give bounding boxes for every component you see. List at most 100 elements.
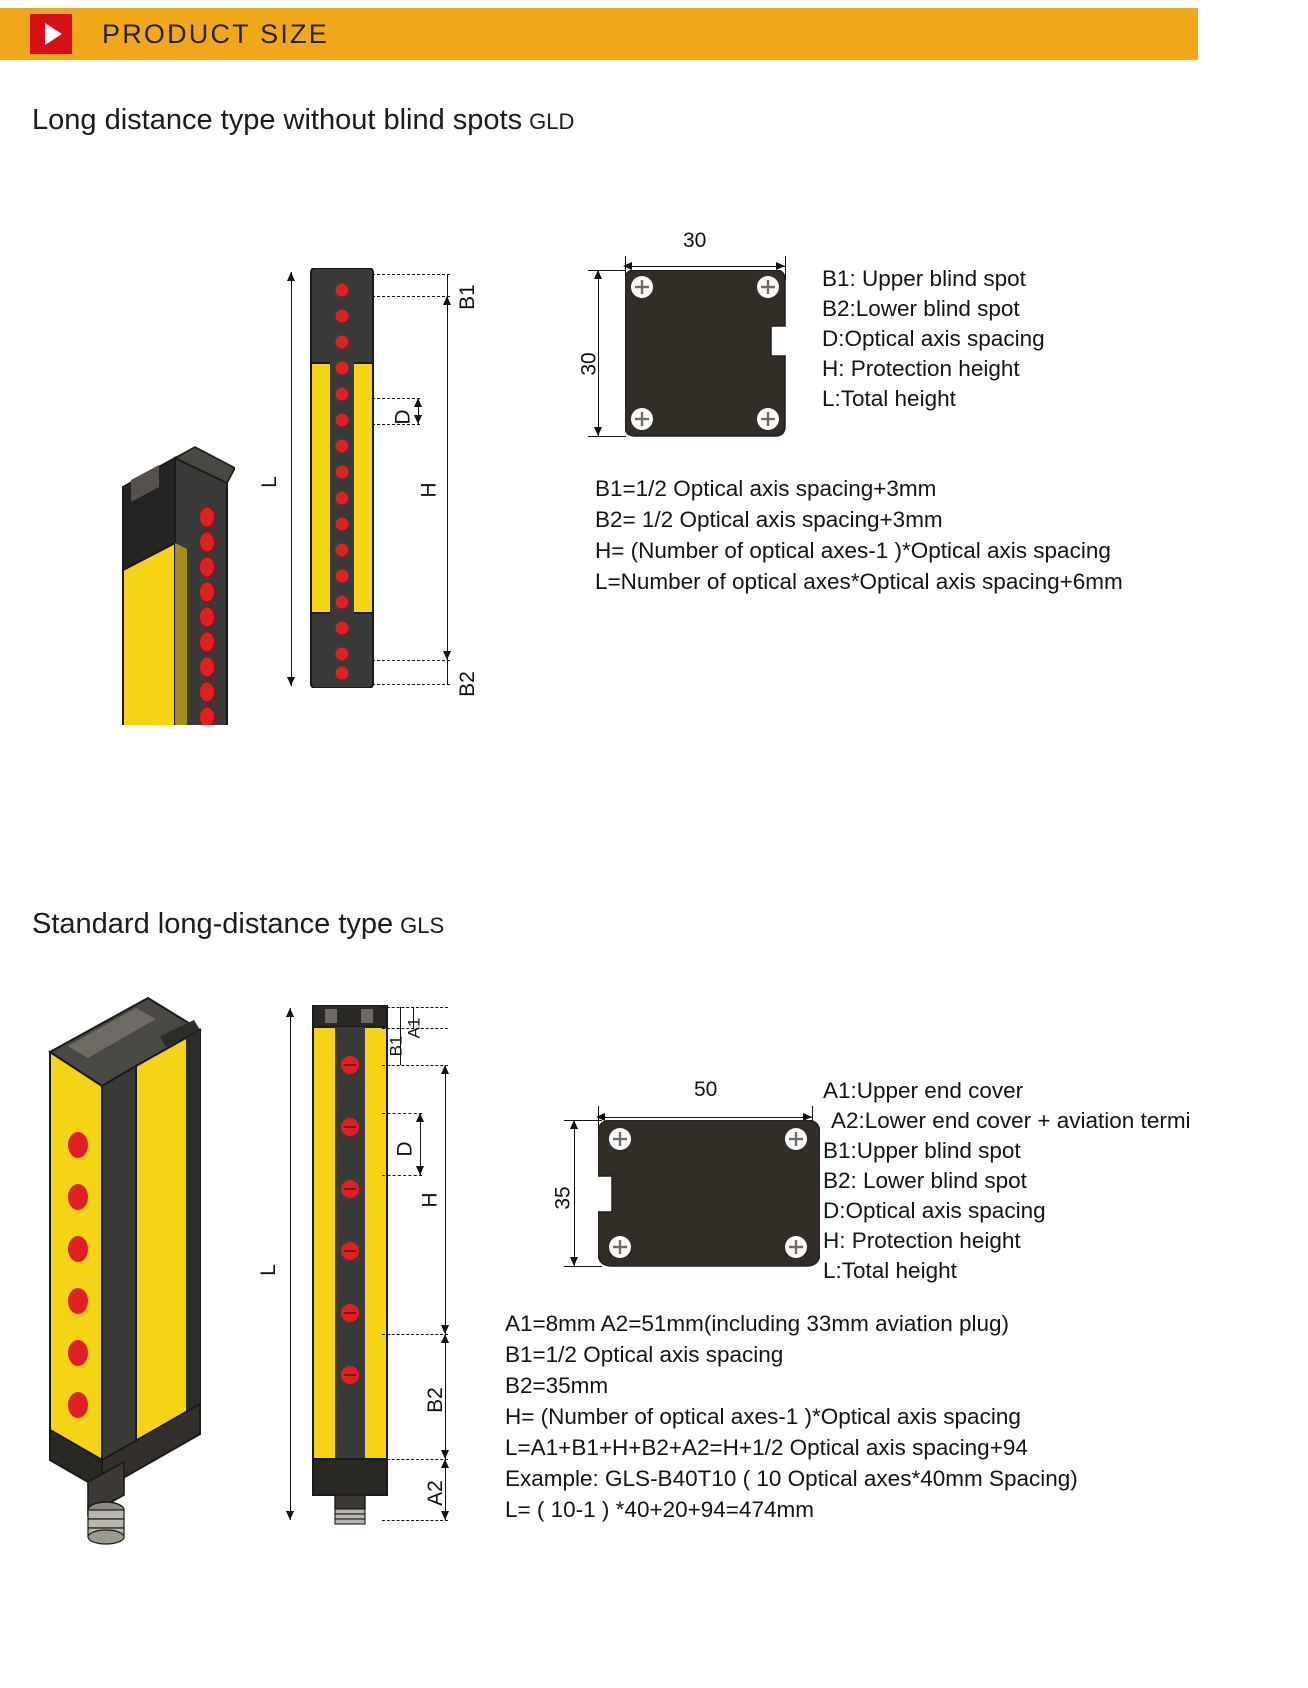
gls-label-b2: B2 [423,1387,447,1413]
gls-leader-b1-bot [382,1065,448,1066]
gls-a2-arrow-up [441,1459,449,1468]
gld-label-d: D [391,409,415,425]
gls-label-a1: A1 [404,1017,424,1039]
gld-cs-height-arrow-down [594,427,602,436]
gls-cross-section-figure [598,1120,820,1267]
gls-l-arrow-up [286,1008,294,1017]
gls-formula-5: Example: GLS-B40T10 ( 10 Optical axes*40… [505,1466,1078,1491]
gld-legend-item-0: B1: Upper blind spot [822,266,1026,291]
gls-b2-arrow-down [441,1450,449,1459]
gld-isometric-figure [122,446,235,725]
gls-legend-item-5: H: Protection height [823,1228,1021,1253]
gld-leader-b1 [372,296,450,297]
gls-h-arrow-up [441,1065,449,1074]
play-triangle-icon [30,14,72,54]
gls-cs-height-line [574,1120,575,1266]
gls-l-arrow-down [286,1511,294,1520]
gld-label-b1: B1 [455,284,479,310]
gls-label-b1: B1 [386,1035,406,1057]
gld-cs-width-arrow-right [776,262,785,270]
gld-cross-section-figure [625,270,786,437]
gld-h-dimension-line [447,296,448,660]
gls-leader-h-bot [382,1334,448,1335]
gls-legend-item-4: D:Optical axis spacing [823,1198,1046,1223]
gls-cs-width-tick-right [812,1106,813,1130]
gld-d-arrow-down [414,415,422,424]
gld-elevation-figure [310,268,374,688]
gld-label-h: H [417,482,441,498]
gld-label-l: L [257,476,281,488]
gls-b2-arrow-up [441,1334,449,1343]
gls-leader-d-top [382,1113,422,1114]
gls-b1-dimension-line [400,1007,401,1065]
gld-cs-height-arrow-up [594,270,602,279]
gld-formulas: B1=1/2 Optical axis spacing+3mm B2= 1/2 … [595,473,1123,597]
gls-cs-width-tick-left [598,1106,599,1130]
gld-cs-height-line [598,270,599,436]
gls-l-dimension-line [290,1008,291,1520]
gls-a2-arrow-down [441,1511,449,1520]
gls-formulas: A1=8mm A2=51mm(including 33mm aviation p… [505,1308,1078,1525]
gld-l-arrow-up [287,272,295,281]
gls-h-arrow-down [441,1325,449,1334]
gls-cs-height-arrow-down [570,1257,578,1266]
gld-h-arrow-up [443,296,451,305]
page-title: PRODUCT SIZE [102,18,329,49]
gld-d-dimension-line [418,398,419,424]
gls-formula-1: B1=1/2 Optical axis spacing [505,1342,784,1367]
gld-cs-width-label: 30 [683,229,707,252]
gld-cs-height-tick-top [588,270,626,271]
gld-formula-2: H= (Number of optical axes-1 )*Optical a… [595,538,1111,563]
gld-leader-d-top [372,398,420,399]
gls-legend-item-2: B1:Upper blind spot [823,1138,1021,1163]
gls-d-arrow-up [416,1113,424,1122]
gls-legend-item-0: A1:Upper end cover [823,1078,1024,1103]
gls-cs-width-arrow-right [803,1113,812,1121]
gls-cs-width-label: 50 [694,1078,718,1101]
gld-leader-d-bot [372,424,420,425]
gld-legend-item-3: H: Protection height [822,356,1020,381]
gld-leader-b2 [372,660,450,661]
section-title-gls-text: Standard long-distance type [32,908,394,940]
gld-legend-item-2: D:Optical axis spacing [822,326,1045,351]
gld-legend-item-4: L:Total height [822,386,956,411]
section-title-gld-text: Long distance type without blind spots [32,104,523,136]
gld-cs-height-tick-bottom [588,436,626,437]
gls-cs-height-arrow-up [570,1120,578,1129]
gls-cs-width-line [598,1117,812,1118]
gls-d-dimension-line [420,1113,421,1175]
gld-formula-1: B2= 1/2 Optical axis spacing+3mm [595,507,943,532]
gld-formula-3: L=Number of optical axes*Optical axis sp… [595,569,1123,594]
gls-formula-6: L= ( 10-1 ) *40+20+94=474mm [505,1497,814,1522]
gld-cs-width-tick-right [785,256,786,280]
gls-legend-item-6: L:Total height [823,1258,957,1283]
gld-l-arrow-down [287,677,295,686]
gld-cs-width-arrow-left [623,262,632,270]
gls-formula-0: A1=8mm A2=51mm(including 33mm aviation p… [505,1311,1009,1336]
gls-leader-b2-bot [382,1459,448,1460]
gls-leader-bottom [382,1520,448,1521]
gld-cs-width-line [625,266,785,267]
gls-label-h: H [418,1192,442,1208]
gld-formula-0: B1=1/2 Optical axis spacing+3mm [595,476,937,501]
gls-b2-dimension-line [445,1334,446,1459]
gls-legend-item-1: A2:Lower end cover + aviation termi [831,1108,1191,1133]
gls-leader-d-bot [382,1175,422,1176]
gls-cs-height-tick-top [564,1120,602,1121]
gls-a1-dimension-line [413,1007,414,1028]
gls-legend: A1:Upper end cover A2:Lower end cover + … [823,1076,1191,1286]
gls-leader-a1-top [382,1007,448,1008]
gls-h-dimension-line [445,1065,446,1334]
gld-legend: B1: Upper blind spot B2:Lower blind spot… [822,264,1045,414]
gls-formula-4: L=A1+B1+H+B2+A2=H+1/2 Optical axis spaci… [505,1435,1028,1460]
gls-leader-a1-bot [382,1028,448,1029]
gls-label-a2: A2 [423,1480,447,1506]
gls-legend-item-3: B2: Lower blind spot [823,1168,1027,1193]
gls-d-arrow-down [416,1166,424,1175]
gld-b1-dimension-line [447,274,448,296]
gls-cs-width-arrow-left [596,1113,605,1121]
gls-elevation-figure [312,1005,388,1525]
section-code-gld: GLD [529,109,575,134]
